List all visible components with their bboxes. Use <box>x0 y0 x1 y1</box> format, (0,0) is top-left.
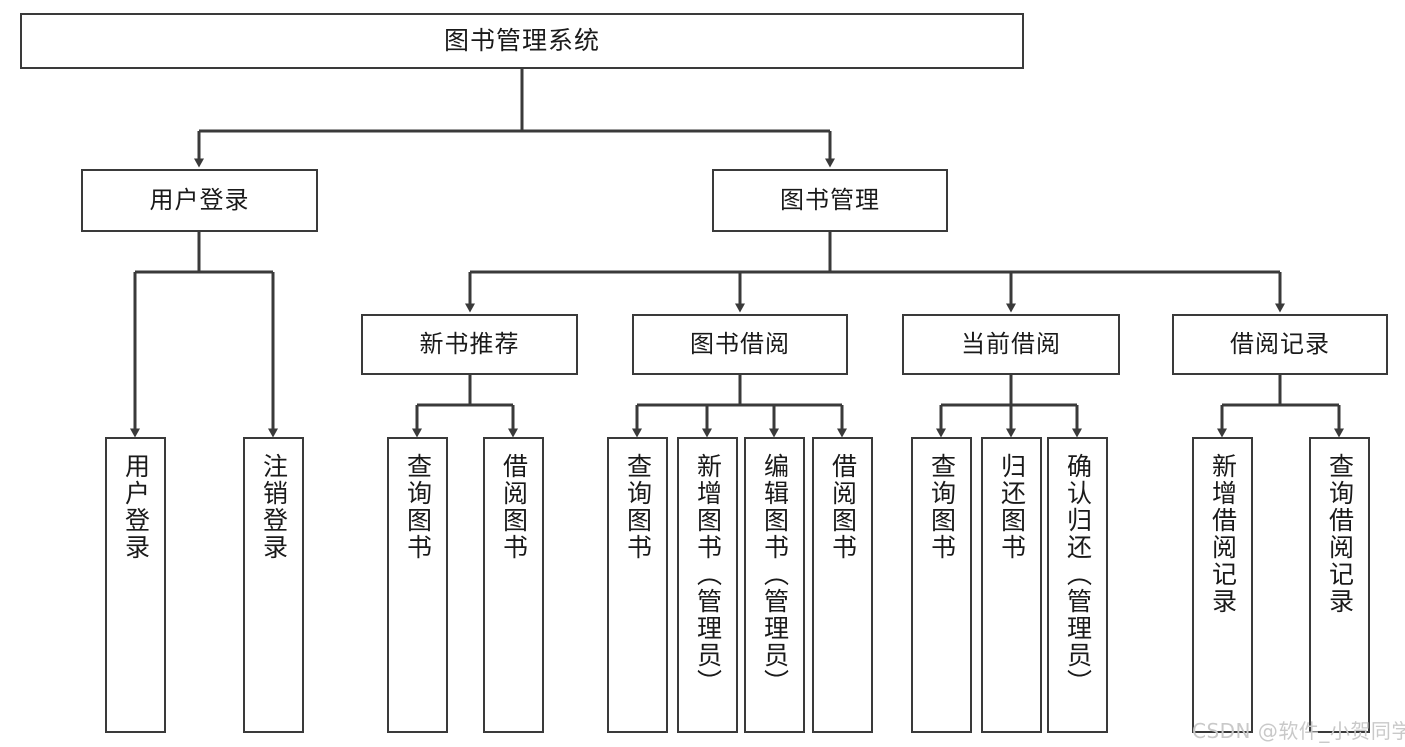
leaf-edit-book-label: 编辑图书（管理员） <box>760 453 790 696</box>
leaf-query-book-2-label: 查询图书 <box>623 453 653 561</box>
leaf-confirm-return-label: 确认归还（管理员） <box>1063 453 1093 696</box>
node-new-book-recommend[interactable]: 新书推荐 <box>361 314 578 375</box>
node-borrow-record-label: 借阅记录 <box>1230 330 1330 359</box>
leaf-query-book-2[interactable]: 查询图书 <box>607 437 668 733</box>
leaf-borrow-book-2-label: 借阅图书 <box>828 453 858 561</box>
leaf-add-borrow-record-label: 新增借阅记录 <box>1208 453 1238 615</box>
leaf-user-login[interactable]: 用户登录 <box>105 437 166 733</box>
node-user-login[interactable]: 用户登录 <box>81 169 318 232</box>
leaf-logout-label: 注销登录 <box>259 453 289 561</box>
leaf-add-borrow-record[interactable]: 新增借阅记录 <box>1192 437 1253 733</box>
leaf-query-borrow-record[interactable]: 查询借阅记录 <box>1309 437 1370 733</box>
leaf-query-book-3-label: 查询图书 <box>927 453 957 561</box>
node-user-login-label: 用户登录 <box>149 186 250 215</box>
node-borrow-record[interactable]: 借阅记录 <box>1172 314 1388 375</box>
leaf-logout[interactable]: 注销登录 <box>243 437 304 733</box>
leaf-query-book-1[interactable]: 查询图书 <box>387 437 448 733</box>
node-current-borrow[interactable]: 当前借阅 <box>902 314 1120 375</box>
node-root-label: 图书管理系统 <box>443 26 600 56</box>
csdn-watermark: CSDN @软件_小贺同学 <box>1192 719 1405 743</box>
leaf-edit-book[interactable]: 编辑图书（管理员） <box>744 437 805 733</box>
node-book-borrow-label: 图书借阅 <box>690 330 790 359</box>
leaf-borrow-book-1-label: 借阅图书 <box>499 453 529 561</box>
node-new-book-recommend-label: 新书推荐 <box>419 330 520 359</box>
leaf-borrow-book-1[interactable]: 借阅图书 <box>483 437 544 733</box>
node-root[interactable]: 图书管理系统 <box>20 13 1024 69</box>
leaf-borrow-book-2[interactable]: 借阅图书 <box>812 437 873 733</box>
leaf-confirm-return[interactable]: 确认归还（管理员） <box>1047 437 1108 733</box>
leaf-query-book-3[interactable]: 查询图书 <box>911 437 972 733</box>
leaf-add-book-label: 新增图书（管理员） <box>693 453 723 696</box>
leaf-add-book[interactable]: 新增图书（管理员） <box>677 437 738 733</box>
leaf-return-book[interactable]: 归还图书 <box>981 437 1042 733</box>
leaf-user-login-label: 用户登录 <box>121 453 151 561</box>
node-current-borrow-label: 当前借阅 <box>961 330 1061 359</box>
node-book-borrow[interactable]: 图书借阅 <box>632 314 848 375</box>
node-book-manage[interactable]: 图书管理 <box>712 169 948 232</box>
leaf-query-borrow-record-label: 查询借阅记录 <box>1325 453 1355 615</box>
leaf-query-book-1-label: 查询图书 <box>403 453 433 561</box>
node-book-manage-label: 图书管理 <box>780 186 880 215</box>
leaf-return-book-label: 归还图书 <box>997 453 1027 561</box>
